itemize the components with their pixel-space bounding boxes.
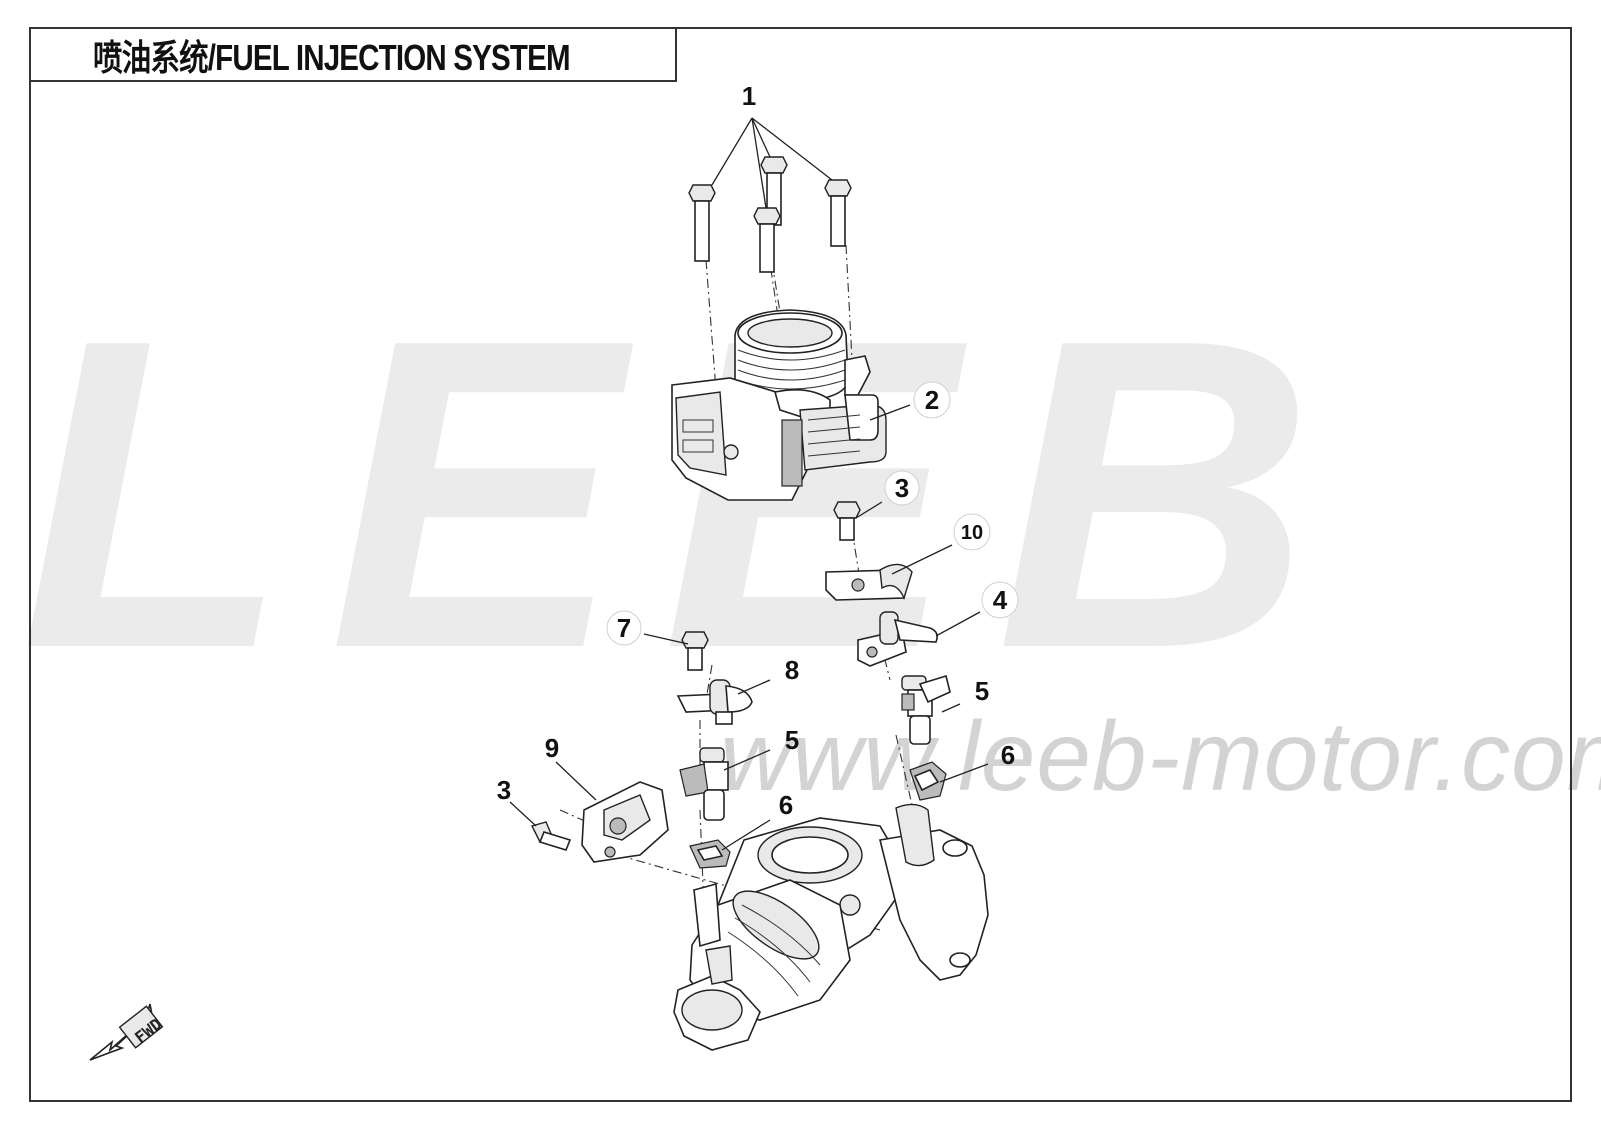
svg-text:3: 3: [497, 775, 511, 805]
svg-text:6: 6: [779, 790, 793, 820]
part-3b-bolt: [530, 821, 572, 851]
part-10-clip: [825, 563, 913, 601]
part-8-fuel-connector: [676, 679, 753, 725]
part-5b-injector-right: [901, 674, 951, 745]
callout-9: 9: [545, 733, 559, 763]
diagram-frame: [29, 27, 1572, 1102]
callout-3a: 3: [884, 470, 920, 506]
callout-10: 10: [953, 513, 991, 551]
svg-text:6: 6: [1001, 740, 1015, 770]
part-1-bolts: [688, 156, 852, 273]
callout-6a: 6: [779, 790, 793, 820]
part-7-bolt: [681, 631, 709, 671]
fwd-arrow-icon: FWD: [89, 1003, 166, 1061]
svg-text:5: 5: [975, 676, 989, 706]
watermark-brand: LEEB: [20, 249, 1354, 740]
part-5a-injector-left: [679, 747, 729, 821]
callout-1: 1: [742, 81, 756, 111]
callout-3b: 3: [497, 775, 511, 805]
callout-5a: 5: [785, 725, 799, 755]
callout-8: 8: [785, 655, 799, 685]
callout-6b: 6: [1001, 740, 1015, 770]
svg-text:8: 8: [785, 655, 799, 685]
svg-text:2: 2: [925, 385, 939, 415]
svg-text:10: 10: [961, 522, 983, 544]
svg-text:7: 7: [617, 613, 631, 643]
part-4-fuel-connector: [857, 611, 938, 667]
bolt-1c: [753, 207, 781, 273]
svg-text:9: 9: [545, 733, 559, 763]
part-6b-clip-right: [909, 761, 947, 801]
callouts: 1 2 3 10 4 7 8 5 5 9: [497, 81, 1019, 820]
bolt-1a: [688, 184, 716, 262]
callout-4: 4: [981, 581, 1019, 619]
intake-manifold: [673, 803, 989, 1051]
bolt-1d: [824, 179, 852, 247]
leader-lines: [509, 117, 989, 851]
svg-text:1: 1: [742, 81, 756, 111]
callout-2: 2: [913, 381, 951, 419]
part-9-map-sensor: [581, 781, 669, 863]
page-title: 喷油系统/FUEL INJECTION SYSTEM: [93, 36, 571, 78]
watermark-url: www.leeb-motor.com: [720, 701, 1601, 811]
svg-text:3: 3: [895, 473, 909, 503]
part-6a-clip-left: [689, 839, 731, 869]
callout-5b: 5: [975, 676, 989, 706]
part-2-throttle-body: [671, 309, 887, 501]
svg-text:4: 4: [993, 585, 1008, 615]
svg-text:5: 5: [785, 725, 799, 755]
part-3a-bolt: [833, 501, 861, 541]
callout-7: 7: [606, 610, 642, 646]
title-box: 喷油系统/FUEL INJECTION SYSTEM: [29, 27, 677, 82]
